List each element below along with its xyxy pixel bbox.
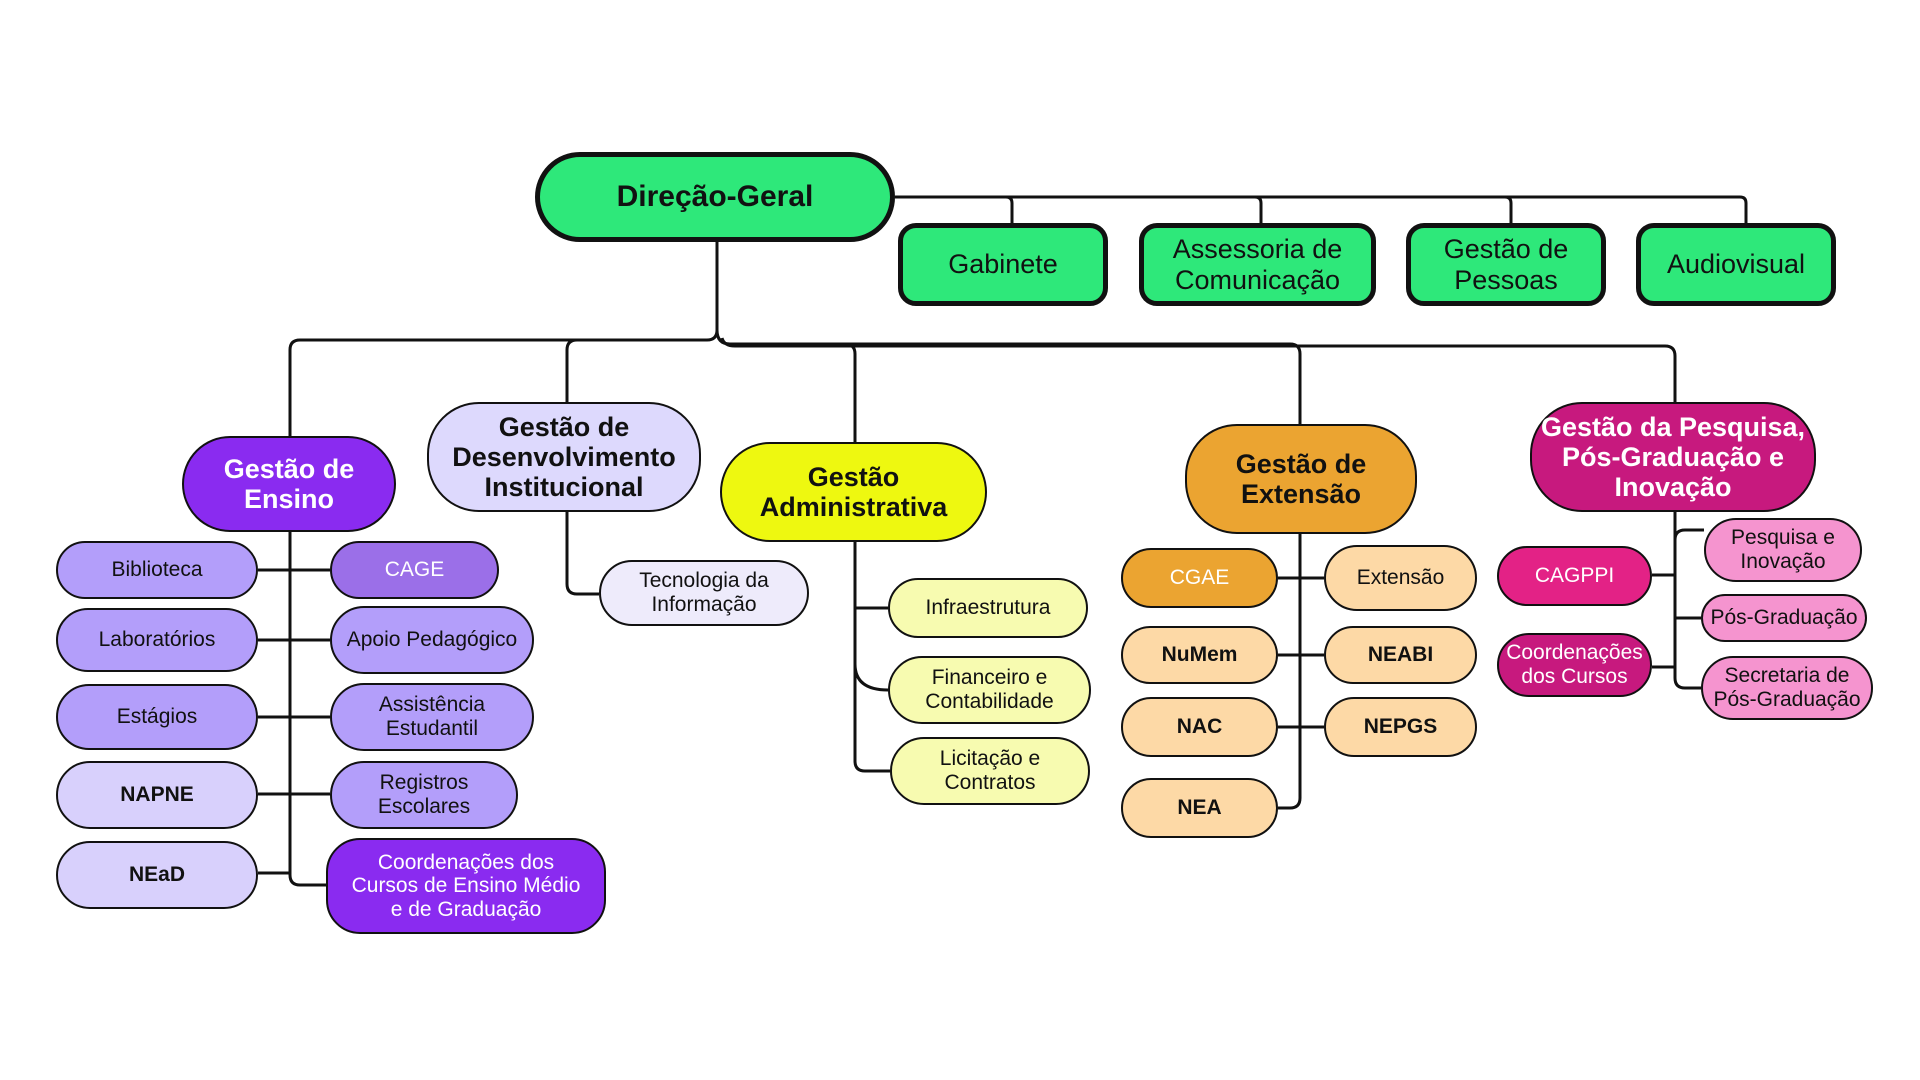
tecnologia-informacao-node: Tecnologia da Informação: [599, 560, 809, 626]
pesquisa-inovacao-node: Pesquisa e Inovação: [1704, 518, 1862, 582]
assessoria-comunicacao-node: Assessoria de Comunicação: [1139, 223, 1376, 306]
nac-node: NAC: [1121, 697, 1278, 757]
coordenacoes-cursos-ensino-node: Coordenações dos Cursos de Ensino Médio …: [326, 838, 606, 934]
connector-ensino-right: [290, 568, 330, 796]
cgae-node: CGAE: [1121, 548, 1278, 608]
pos-graduacao-node: Pós-Graduação: [1701, 594, 1867, 642]
laboratorios-node: Laboratórios: [56, 608, 258, 672]
nea-node: NEA: [1121, 778, 1278, 838]
biblioteca-node: Biblioteca: [56, 541, 258, 599]
connector-root-staff: [895, 195, 1748, 223]
assistencia-estudantil-node: Assistência Estudantil: [330, 683, 534, 751]
nead-node: NEaD: [56, 841, 258, 909]
secretaria-pos-graduacao-node: Secretaria de Pós-Graduação: [1701, 656, 1873, 720]
gestao-extensao-node: Gestão de Extensão: [1185, 424, 1417, 534]
nepgs-node: NEPGS: [1324, 697, 1477, 757]
connector-extensao-tree: [1278, 534, 1324, 810]
estagios-node: Estágios: [56, 684, 258, 750]
audiovisual-node: Audiovisual: [1636, 223, 1836, 306]
connector-extensao: [730, 342, 1302, 424]
gestao-ensino-node: Gestão de Ensino: [182, 436, 396, 532]
gestao-pesquisa-node: Gestão da Pesquisa, Pós-Graduação e Inov…: [1530, 402, 1816, 512]
coordenacoes-dos-cursos-node: Coordenações dos Cursos: [1497, 633, 1652, 697]
gabinete-node: Gabinete: [898, 223, 1108, 306]
direcao-geral-node: Direção-Geral: [535, 152, 895, 242]
connector-ensino-left: [258, 568, 290, 875]
gestao-pessoas-node: Gestão de Pessoas: [1406, 223, 1606, 306]
napne-node: NAPNE: [56, 761, 258, 829]
apoio-pedagogico-node: Apoio Pedagógico: [330, 606, 534, 674]
financeiro-contabilidade-node: Financeiro e Contabilidade: [888, 656, 1091, 724]
connector-pesquisa: [720, 337, 1677, 402]
gestao-administrativa-node: Gestão Administrativa: [720, 442, 987, 542]
connector-desenv: [565, 338, 578, 402]
numem-node: NuMem: [1121, 626, 1278, 684]
infraestrutura-node: Infraestrutura: [888, 578, 1088, 638]
cage-node: CAGE: [330, 541, 499, 599]
extensao-node: Extensão: [1324, 545, 1477, 611]
connector-pesquisa-tree: [1652, 512, 1704, 690]
licitacao-contratos-node: Licitação e Contratos: [890, 737, 1090, 805]
registros-escolares-node: Registros Escolares: [330, 761, 518, 829]
gestao-desenvolvimento-node: Gestão de Desenvolvimento Institucional: [427, 402, 701, 512]
neabi-node: NEABI: [1324, 626, 1477, 684]
cagppi-node: CAGPPI: [1497, 546, 1652, 606]
connector-admin-tree: [853, 542, 890, 773]
connector-desenv-tree: [565, 512, 599, 596]
connector-ensino-tree: [288, 532, 328, 887]
